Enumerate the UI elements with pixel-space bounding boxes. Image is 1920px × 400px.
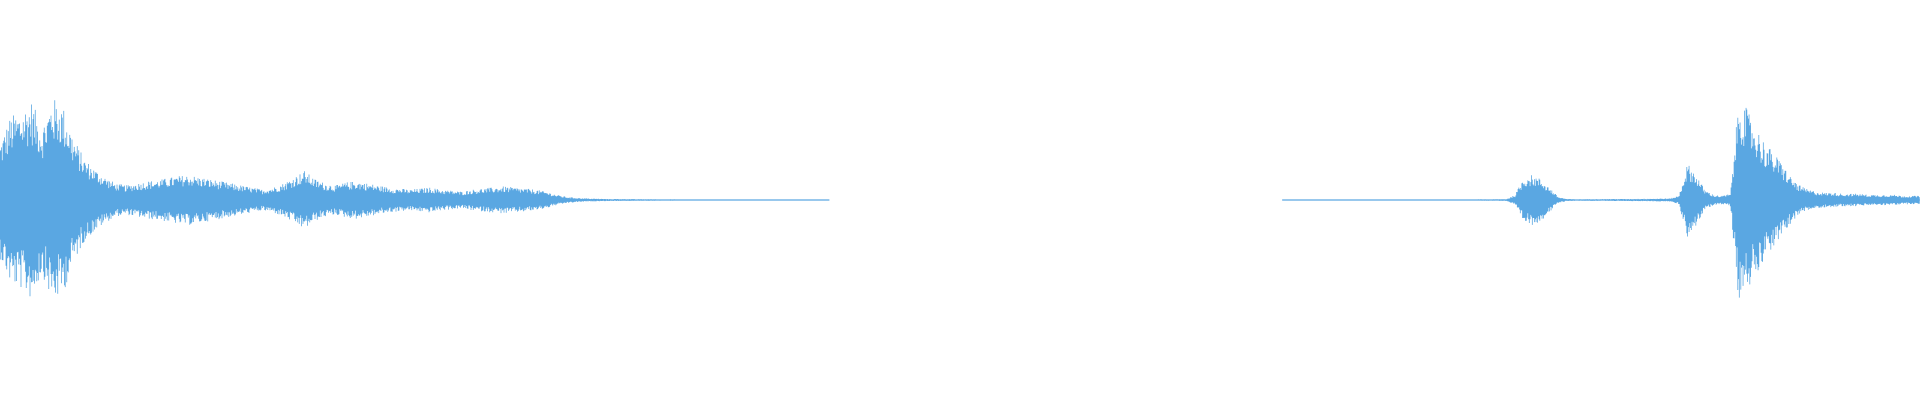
waveform-segment-left — [0, 100, 830, 297]
waveform-segment-right — [1282, 107, 1920, 298]
